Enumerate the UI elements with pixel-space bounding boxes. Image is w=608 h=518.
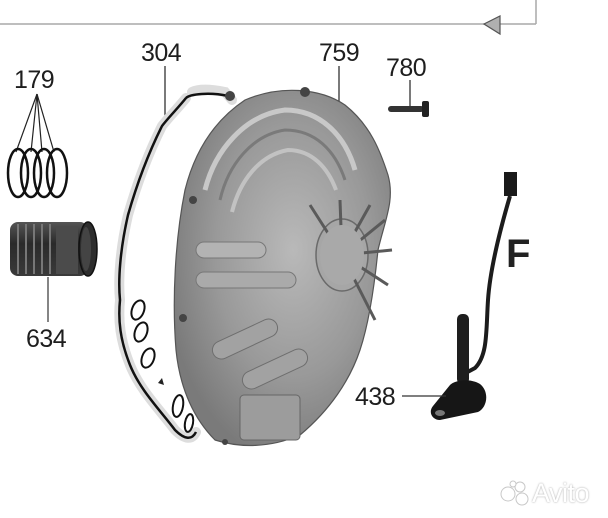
part-759-housing: [173, 66, 393, 447]
part-634-sleeve: [10, 221, 98, 322]
frame-bracket: [0, 0, 537, 36]
callout-634: 634: [26, 325, 67, 353]
callout-759: 759: [319, 39, 360, 67]
part-304-gasket: [114, 66, 237, 443]
callout-780: 780: [386, 54, 427, 82]
avito-watermark: Avito: [532, 478, 590, 508]
part-438-sensor: [402, 172, 517, 420]
part-780-bolt: [388, 80, 429, 117]
callout-438: 438: [355, 383, 396, 411]
callout-304: 304: [141, 39, 182, 67]
section-letter: F: [506, 232, 531, 276]
callout-179: 179: [14, 66, 55, 94]
arrow-left-icon: [482, 15, 501, 36]
avito-logo-icon: [500, 480, 529, 506]
part-179-rings: [6, 93, 69, 199]
